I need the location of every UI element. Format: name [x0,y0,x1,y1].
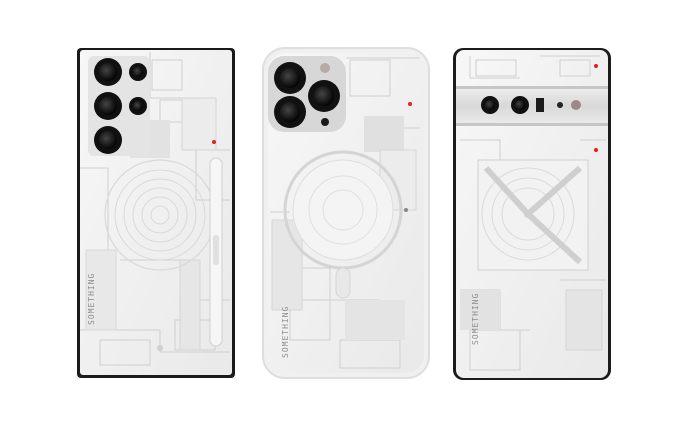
camera-cluster-left [88,56,150,156]
brand-label-left: SOMETHING [87,273,96,325]
camera-bar [456,86,608,126]
wireless-coil-right [477,159,589,271]
phone-left: SOMETHING [77,48,235,378]
brand-label-middle: SOMETHING [281,306,290,358]
brand-label-right: SOMETHING [471,293,480,345]
camera-cluster-middle [268,56,346,132]
phone-middle: SOMETHING [262,47,430,379]
phone-right: SOMETHING [453,48,611,380]
magsafe-ring [283,150,403,299]
